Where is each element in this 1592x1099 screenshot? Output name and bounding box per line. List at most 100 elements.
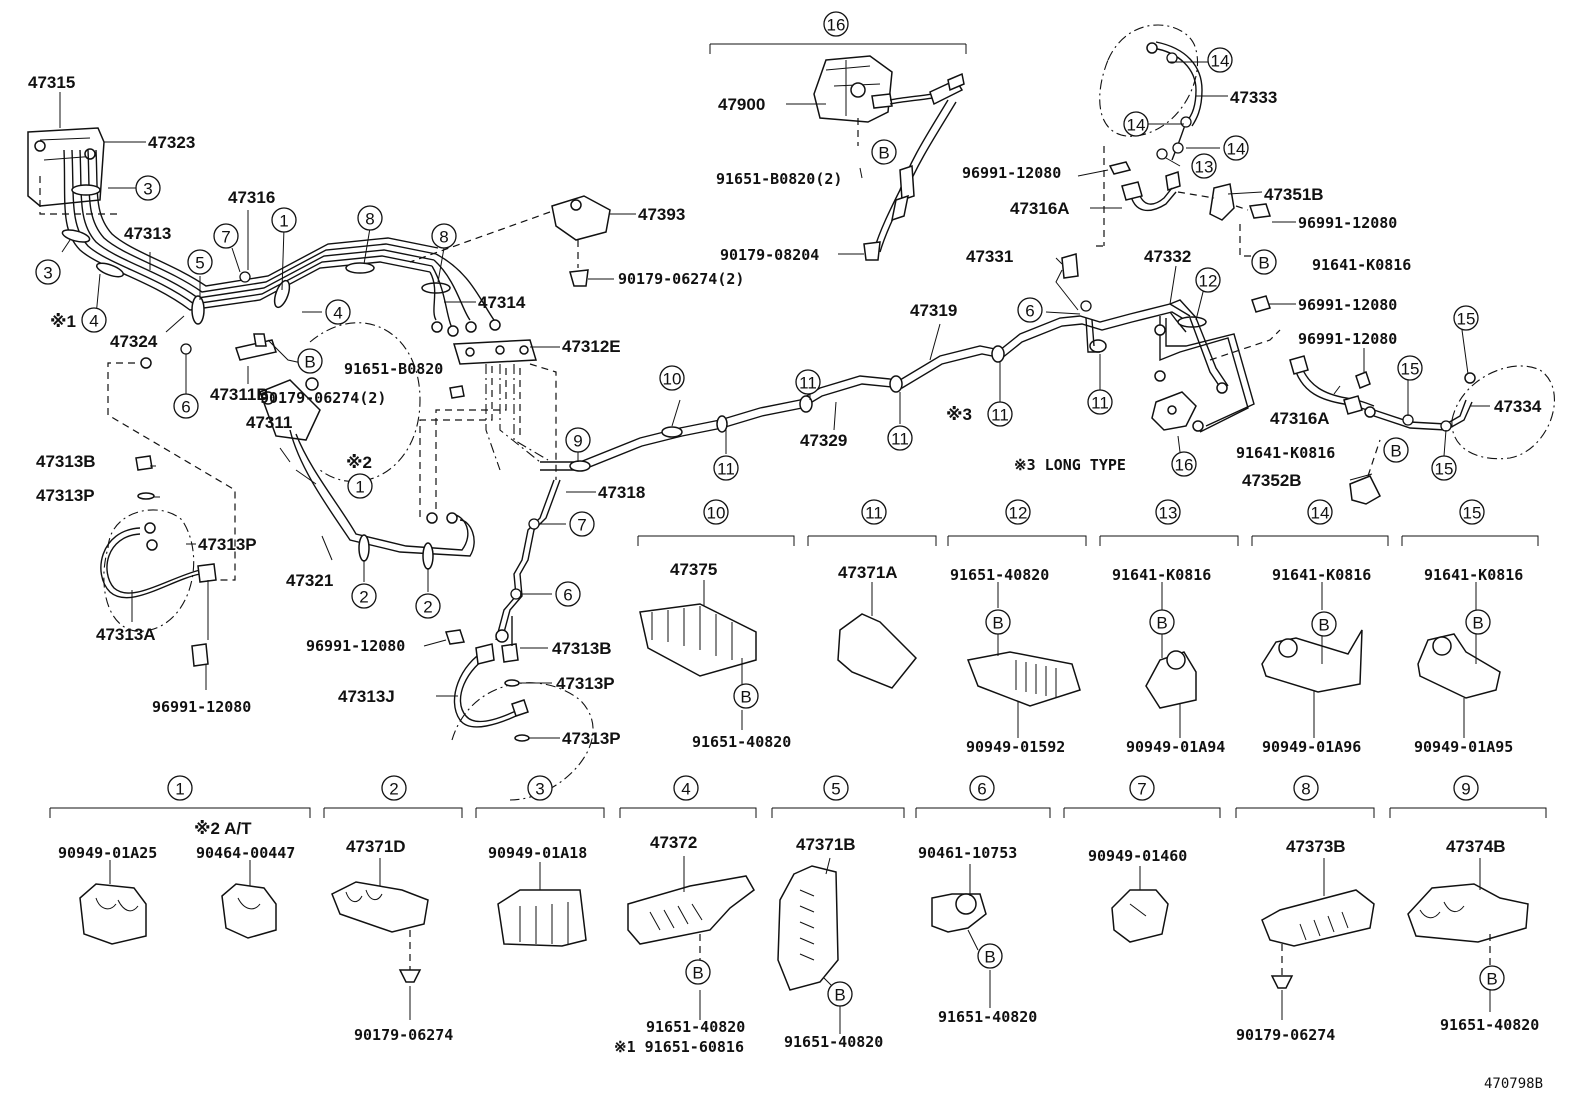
- label-47333: 47333: [1230, 88, 1277, 107]
- label-91641-k0816-a: 91641-K0816: [1312, 256, 1411, 274]
- callout-b-mark: B: [871, 139, 897, 165]
- front-left-assembly: [27, 127, 557, 667]
- label-47318: 47318: [598, 483, 645, 502]
- callout-8: 8: [1293, 775, 1319, 801]
- svg-text:2: 2: [423, 598, 432, 617]
- callout-13: 13: [1155, 499, 1181, 525]
- callout-1: 1: [271, 207, 297, 233]
- label-47352b: 47352B: [1242, 471, 1302, 490]
- label-47316: 47316: [228, 188, 275, 207]
- callout-8: 8: [357, 205, 383, 231]
- label-91651-b0820: 91651-B0820: [344, 360, 443, 378]
- callout-14: 14: [1123, 111, 1149, 137]
- legend-9-part: 47374B: [1446, 837, 1506, 856]
- label-47313p-b: 47313P: [198, 535, 257, 554]
- svg-text:14: 14: [1311, 504, 1330, 523]
- label-96991-12080-b: 96991-12080: [306, 637, 405, 655]
- svg-text:12: 12: [1009, 504, 1028, 523]
- callout-5: 5: [823, 775, 849, 801]
- svg-text:15: 15: [1457, 310, 1476, 329]
- callout-14: 14: [1207, 47, 1233, 73]
- svg-text:7: 7: [577, 516, 586, 535]
- note-mark-3: ※3: [946, 405, 972, 424]
- callout-b-mark: B: [685, 959, 711, 985]
- svg-text:4: 4: [333, 304, 342, 323]
- callout-16: 16: [823, 11, 849, 37]
- svg-text:7: 7: [1137, 780, 1146, 799]
- callout-9: 9: [565, 427, 591, 453]
- callout-7: 7: [569, 511, 595, 537]
- legend-7-part: 90949-01460: [1088, 847, 1187, 865]
- label-47334: 47334: [1494, 397, 1542, 416]
- callout-11: 11: [1087, 389, 1113, 415]
- svg-text:5: 5: [831, 780, 840, 799]
- callout-5: 5: [187, 249, 213, 275]
- svg-text:B: B: [992, 614, 1003, 633]
- label-96991-12080-f: 96991-12080: [1298, 330, 1397, 348]
- label-47313j: 47313J: [338, 687, 395, 706]
- legend-1-b: 90464-00447: [196, 844, 295, 862]
- callout-b-mark: B: [827, 981, 853, 1007]
- legend-5-part: 47371B: [796, 835, 856, 854]
- callout-11: 11: [887, 425, 913, 451]
- label-91641-k0816-b: 91641-K0816: [1236, 444, 1335, 462]
- label-47321: 47321: [286, 571, 333, 590]
- label-47316a-a: 47316A: [1010, 199, 1070, 218]
- label-47332: 47332: [1144, 247, 1191, 266]
- callout-12: 12: [1195, 267, 1221, 293]
- svg-text:15: 15: [1463, 504, 1482, 523]
- callout-2: 2: [351, 583, 377, 609]
- callout-b-mark: B: [733, 683, 759, 709]
- legend-13-clip: 90949-01A94: [1126, 738, 1225, 756]
- svg-text:9: 9: [573, 432, 582, 451]
- legend-4-bolt-alt: ※1 91651-60816: [614, 1038, 744, 1056]
- label-91651-b0820-2: 91651-B0820(2): [716, 170, 842, 188]
- label-47313p-d: 47313P: [562, 729, 621, 748]
- legend-14-clip: 90949-01A96: [1262, 738, 1361, 756]
- label-47313: 47313: [124, 224, 171, 243]
- note-mark-2: ※2: [346, 453, 372, 472]
- callout-11: 11: [713, 455, 739, 481]
- label-47311b: 47311B: [210, 385, 269, 404]
- part-labels: 47315 47323 47316 47313 ※1 47324 47311B …: [28, 73, 1542, 748]
- legend-top-brackets: [637, 535, 1539, 546]
- label-47900: 47900: [718, 95, 765, 114]
- callout-3: 3: [135, 175, 161, 201]
- svg-text:2: 2: [389, 780, 398, 799]
- label-47324: 47324: [110, 332, 158, 351]
- svg-text:12: 12: [1199, 272, 1218, 291]
- callout-15: 15: [1431, 455, 1457, 481]
- callout-16: 16: [1171, 451, 1197, 477]
- svg-text:16: 16: [827, 16, 846, 35]
- label-47312e: 47312E: [562, 337, 621, 356]
- callout-1: 1: [347, 473, 373, 499]
- note-at: ※2 A/T: [194, 819, 252, 838]
- callout-15: 15: [1459, 499, 1485, 525]
- legend-13-bolt: 91641-K0816: [1112, 566, 1211, 584]
- callout-b-mark: B: [1311, 611, 1337, 637]
- callout-b-mark: B: [985, 609, 1011, 635]
- figure-code: 470798B: [1484, 1076, 1543, 1092]
- callout-b-mark: B: [1251, 249, 1277, 275]
- callout-b-mark: B: [977, 943, 1003, 969]
- svg-text:1: 1: [279, 212, 288, 231]
- callout-13: 13: [1191, 153, 1217, 179]
- svg-text:11: 11: [891, 430, 909, 449]
- legend-bottom-parts: [79, 856, 1529, 1034]
- callout-4: 4: [81, 307, 107, 333]
- svg-text:11: 11: [865, 504, 883, 523]
- svg-text:14: 14: [1211, 52, 1230, 71]
- note-mark-1: ※1: [50, 312, 76, 331]
- svg-text:3: 3: [535, 780, 544, 799]
- callout-6: 6: [969, 775, 995, 801]
- callout-b-mark: B: [1465, 609, 1491, 635]
- callout-b-mark: B: [297, 348, 323, 374]
- callout-11: 11: [795, 369, 821, 395]
- legend-1-a: 90949-01A25: [58, 844, 157, 862]
- svg-text:11: 11: [717, 460, 735, 479]
- svg-text:6: 6: [977, 780, 986, 799]
- legend-10-bolt: 91651-40820: [692, 733, 791, 751]
- svg-text:4: 4: [681, 780, 690, 799]
- legend-bottom-brackets: [49, 807, 1547, 818]
- callout-14: 14: [1223, 135, 1249, 161]
